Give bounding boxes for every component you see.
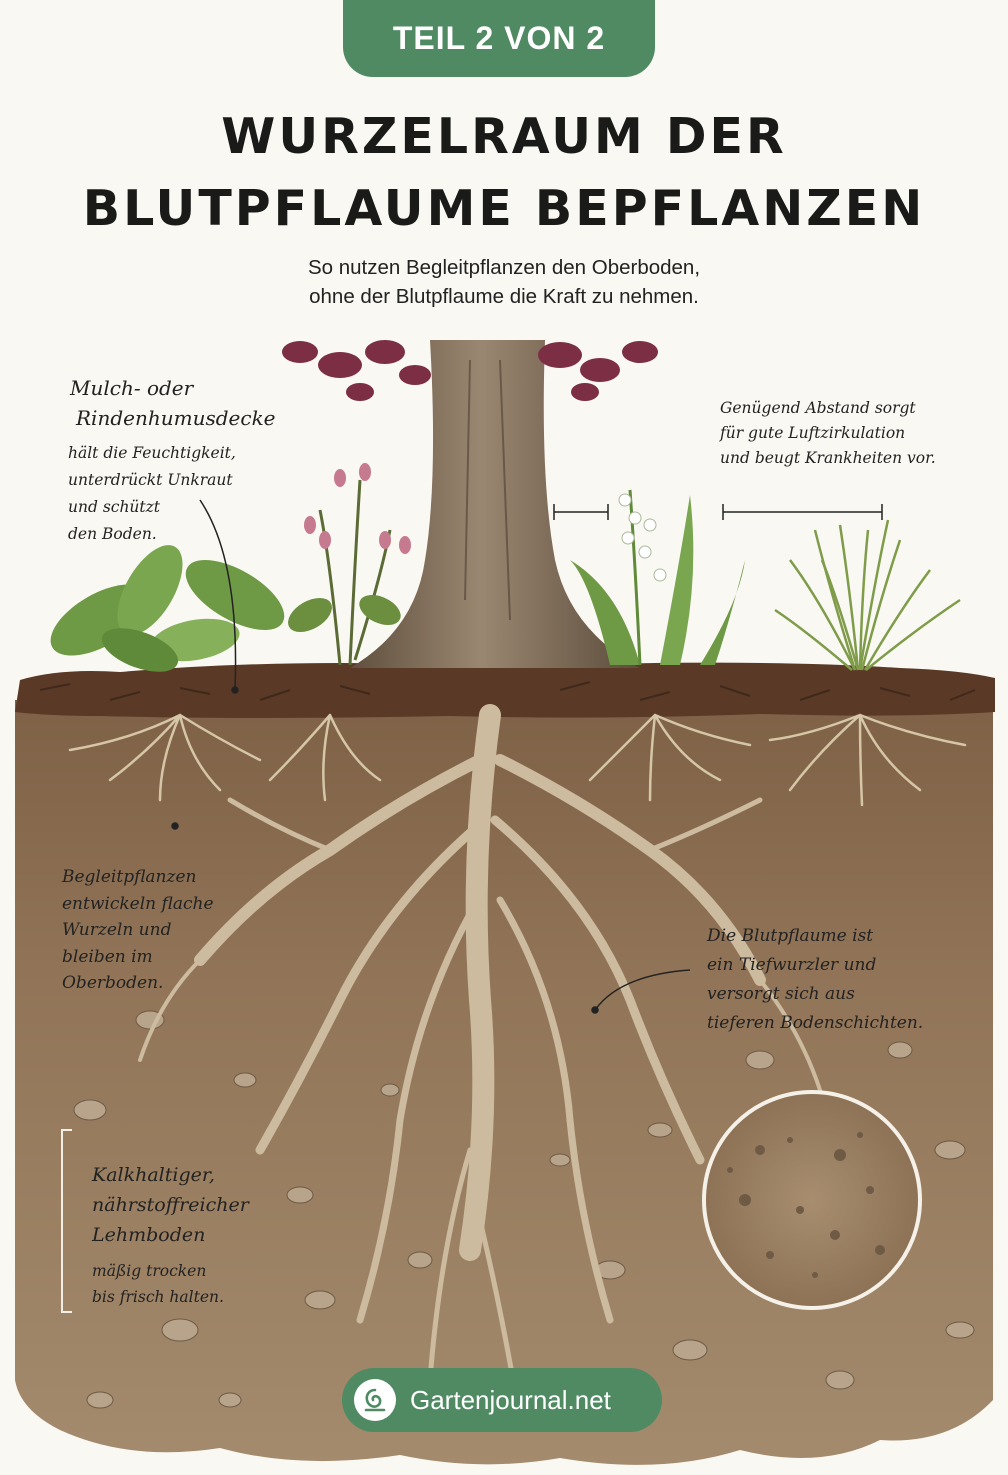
mulch-heading-line: Rindenhumusdecke [76,406,276,430]
brand-name: Gartenjournal.net [410,1384,611,1415]
mulch-body-line: unterdrückt Unkraut [68,471,233,489]
leader-lines [171,499,691,1014]
deep-roots-line: tieferen Bodenschichten. [707,1013,924,1033]
soil-body-line: bis frisch halten. [92,1288,224,1306]
mulch-body-line: den Boden. [68,525,157,543]
spacing-line: für gute Luftzirkulation [720,424,906,442]
mulch-body-line: und schützt [68,498,161,516]
title-line-2: BLUTPFLAUME BEPFLANZEN [82,180,926,237]
bleeding-heart-plant [288,463,411,666]
soil-annotation-heading: Kalkhaltiger, nährstoffreicher Lehmboden [92,1160,249,1250]
shallow-roots-annotation: Begleitpflanzen entwickeln flache Wurzel… [62,864,214,997]
shallow-roots-line: Begleitpflanzen [62,867,197,887]
soil-body-line: mäßig trocken [92,1262,207,1280]
soil-magnifier-circle [702,1090,922,1310]
deep-roots-annotation: Die Blutpflaume ist ein Tiefwurzler und … [707,922,923,1038]
soil-heading-line: Kalkhaltiger, [92,1164,215,1186]
soil-heading-line: nährstoffreicher [92,1194,249,1216]
mulch-heading-line: Mulch- oder [70,376,194,400]
shallow-roots [68,713,967,807]
deep-roots-line: versorgt sich aus [707,984,855,1004]
shallow-roots-line: Oberboden. [62,973,164,993]
lily-of-the-valley-plant [570,489,745,666]
spacing-line: und beugt Krankheiten vor. [720,449,936,467]
mulch-layer [15,662,995,718]
deep-roots-line: ein Tiefwurzler und [707,955,877,975]
hosta-plant [50,545,285,672]
mulch-annotation-heading: Mulch- oder Rindenhumusdecke [70,373,276,433]
part-badge: TEIL 2 VON 2 [343,0,655,77]
shallow-roots-line: Wurzeln und [62,920,172,940]
tree-trunk [350,340,640,668]
snail-leaf-icon [354,1379,396,1421]
soil-annotation-body: mäßig trocken bis frisch halten. [92,1258,224,1310]
tree-root-system [138,704,822,1423]
spacing-annotation: Genügend Abstand sorgt für gute Luftzirk… [720,396,936,471]
spacing-line: Genügend Abstand sorgt [720,399,916,417]
soil-profile [15,700,993,1465]
shallow-roots-line: entwickeln flache [62,893,214,914]
mulch-annotation-body: hält die Feuchtigkeit, unterdrückt Unkra… [68,440,236,548]
soil-heading-line: Lehmboden [92,1224,206,1246]
blood-plum-foliage [282,340,658,401]
shallow-roots-line: bleiben im [62,946,153,967]
deep-roots-line: Die Blutpflaume ist [707,926,874,946]
spacing-indicator [553,504,883,520]
subtitle-line-2: ohne der Blutpflaume die Kraft zu nehmen… [309,285,699,308]
subtitle-line-1: So nutzen Begleitpflanzen den Oberboden, [307,256,701,279]
brand-badge[interactable]: Gartenjournal.net [342,1368,662,1432]
mulch-body-line: hält die Feuchtigkeit, [68,444,236,462]
title-line-1: WURZELRAUM DER [221,108,787,165]
ornamental-grass [774,519,961,671]
soil-bracket [61,1129,72,1313]
